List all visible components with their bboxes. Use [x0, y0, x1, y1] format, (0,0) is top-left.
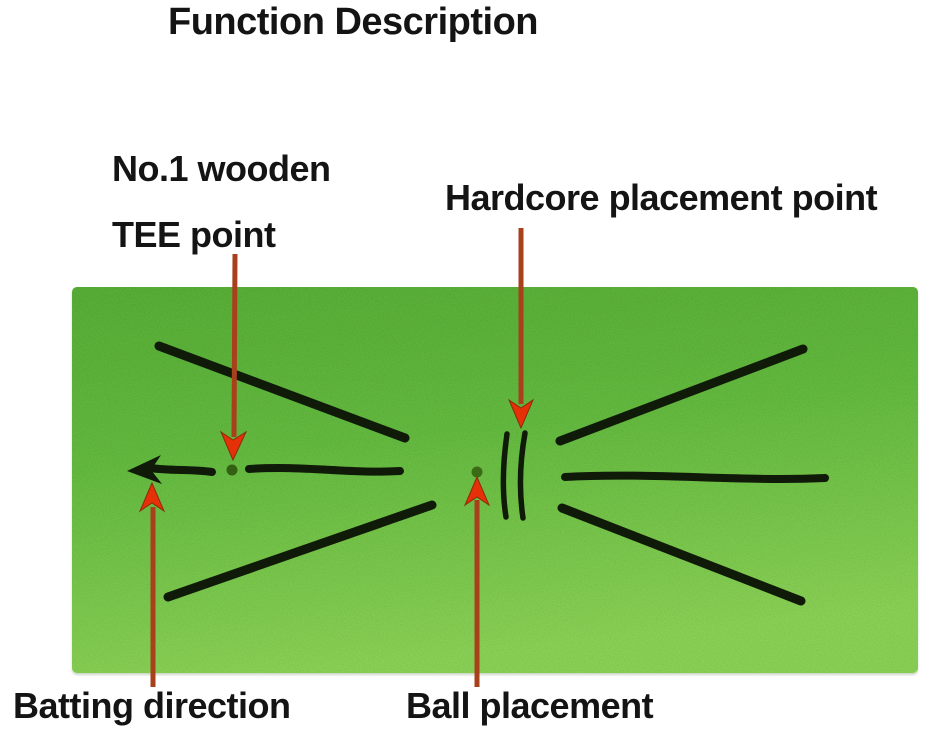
- label-ball-placement: Ball placement: [406, 685, 654, 726]
- label-hardcore-placement: Hardcore placement point: [445, 177, 878, 218]
- mat-grass-texture: [72, 287, 918, 673]
- golf-training-mat: [72, 287, 918, 673]
- label-tee-point-line1: No.1 wooden: [112, 148, 331, 189]
- page-title: Function Description: [168, 1, 539, 43]
- label-tee-point-line2: TEE point: [112, 214, 276, 255]
- label-tee-point: No.1 wooden TEE point: [112, 136, 331, 268]
- label-batting-direction: Batting direction: [13, 685, 291, 726]
